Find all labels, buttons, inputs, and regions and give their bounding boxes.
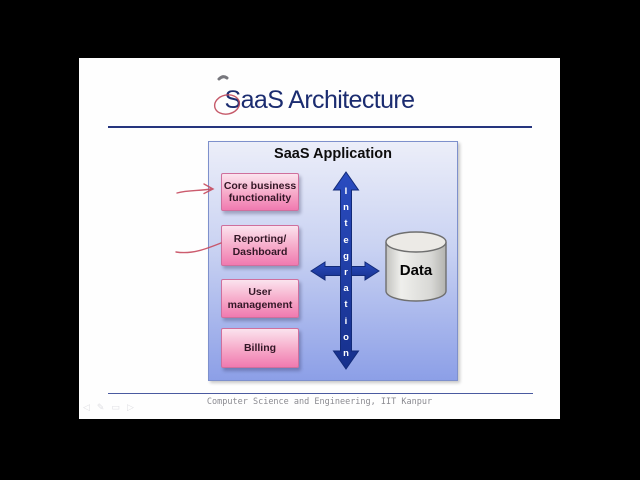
- title-divider: [108, 126, 532, 128]
- pen-tool-icon[interactable]: ✎: [96, 402, 105, 412]
- integration-arrow-label: I n t e g r a t i o n: [343, 186, 349, 360]
- database-cylinder-body: [385, 242, 447, 302]
- slide: SaaS Architecture SaaS Application: [79, 58, 560, 419]
- next-slide-icon[interactable]: ▷: [126, 402, 134, 412]
- integration-arrow-vertical: [332, 171, 360, 370]
- footer-affiliation: Computer Science and Engineering, IIT Ka…: [206, 397, 433, 407]
- footer-divider: [108, 393, 533, 394]
- diagram-title: SaaS Application: [274, 146, 392, 162]
- page-title: SaaS Architecture: [224, 86, 416, 114]
- slide-menu-icon[interactable]: ▭: [111, 402, 120, 412]
- module-reporting-dashboard: Reporting/ Dashboard: [221, 225, 299, 266]
- diagram-graphics: Data: [310, 171, 447, 370]
- module-core-business-functionality: Core business functionality: [221, 173, 299, 211]
- database-cylinder-top: [385, 231, 447, 253]
- previous-slide-icon[interactable]: ◁: [83, 402, 90, 412]
- module-user-management: User management: [221, 279, 299, 318]
- saas-application-container: SaaS Application: [208, 141, 458, 381]
- database-label: Data: [400, 262, 433, 279]
- presenter-toolbar: ◁ ✎ ▭ ▷: [83, 402, 134, 412]
- module-billing: Billing: [221, 328, 299, 368]
